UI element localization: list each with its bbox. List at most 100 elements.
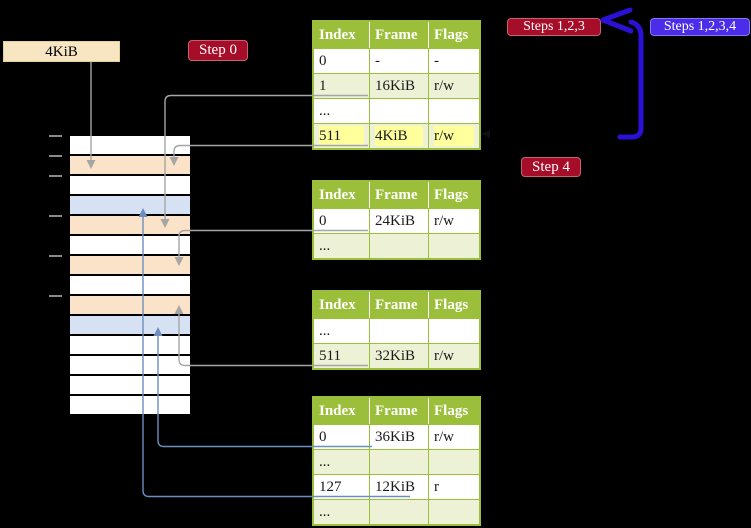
physical-memory-column — [70, 136, 190, 416]
column-header: Index — [319, 187, 356, 203]
table-cell: 12KiB — [369, 475, 428, 499]
table-cell — [428, 319, 479, 343]
memory-tick — [49, 175, 62, 177]
memory-row — [70, 156, 190, 176]
table-cell: - — [428, 49, 479, 73]
table-row: ... — [314, 449, 479, 474]
column-header: Flags — [428, 398, 479, 424]
column-header: Frame — [369, 398, 428, 424]
table-cell: ... — [319, 103, 331, 119]
table-cell: r/w — [428, 209, 479, 233]
table-cell — [428, 234, 479, 258]
table-cell: 0 — [319, 53, 327, 69]
highlight: 511 — [319, 126, 364, 146]
table-header-row: Index Frame Flags — [314, 292, 479, 318]
table-cell: ... — [319, 323, 331, 339]
table-cell: r/w — [428, 425, 479, 449]
table-cell — [369, 99, 428, 123]
column-header: Index — [319, 403, 356, 419]
column-header: Frame — [369, 22, 428, 48]
table-row: ... — [314, 318, 479, 343]
page-table-3: Index Frame Flags ... 511 32KiB r/w — [312, 290, 481, 370]
page-table-1: Index Frame Flags 0 - - 1 16KiB r/w ... … — [312, 20, 481, 150]
table-cell: 0 — [319, 429, 327, 445]
table-cell: 24KiB — [369, 209, 428, 233]
page-table-2: Index Frame Flags 0 24KiB r/w ... — [312, 180, 481, 260]
step0-badge: Step 0 — [188, 40, 248, 61]
table-cell: r/w — [428, 124, 479, 148]
memory-row — [70, 396, 190, 416]
memory-row — [70, 216, 190, 236]
table-header-row: Index Frame Flags — [314, 22, 479, 48]
column-header: Index — [319, 297, 356, 313]
table-header-row: Index Frame Flags — [314, 182, 479, 208]
memory-row — [70, 256, 190, 276]
table-header-row: Index Frame Flags — [314, 398, 479, 424]
table-cell: ... — [319, 238, 331, 254]
table-row: ... — [314, 98, 479, 123]
table-cell — [369, 450, 428, 474]
column-header: Flags — [428, 182, 479, 208]
table-cell — [428, 99, 479, 123]
memory-row — [70, 276, 190, 296]
column-header: Frame — [369, 182, 428, 208]
memory-row — [70, 316, 190, 336]
column-header: Frame — [369, 292, 428, 318]
memory-tick — [49, 295, 62, 297]
steps1234-badge: Steps 1,2,3,4 — [650, 18, 750, 36]
memory-tick — [49, 155, 62, 157]
table-cell: r — [428, 475, 479, 499]
table-row: 0 - - — [314, 48, 479, 73]
table-cell: 1 — [319, 78, 327, 94]
column-header: Flags — [428, 22, 479, 48]
table-cell: 0 — [319, 213, 327, 229]
table-row: 127 12KiB r — [314, 474, 479, 499]
table-row: 0 24KiB r/w — [314, 208, 479, 233]
memory-row — [70, 136, 190, 156]
table-cell: 36KiB — [369, 425, 428, 449]
table-row: ... — [314, 499, 479, 524]
table-row: ... — [314, 233, 479, 258]
table-cell — [428, 450, 479, 474]
memory-row — [70, 376, 190, 396]
memory-row — [70, 196, 190, 216]
memory-tick — [49, 255, 62, 257]
page-table-4: Index Frame Flags 0 36KiB r/w ... 127 12… — [312, 396, 481, 526]
table-cell: - — [369, 49, 428, 73]
page-size-label: 4KiB — [3, 41, 120, 62]
table-cell — [369, 234, 428, 258]
memory-row — [70, 336, 190, 356]
table-cell — [369, 500, 428, 524]
table-cell: r/w — [428, 74, 479, 98]
memory-row — [70, 296, 190, 316]
table-row-highlighted: 511 4KiB r/w — [314, 123, 479, 148]
memory-row — [70, 236, 190, 256]
memory-tick — [49, 215, 62, 217]
table-cell — [428, 500, 479, 524]
table-cell: 127 — [319, 479, 342, 495]
memory-row — [70, 356, 190, 376]
step4-badge: Step 4 — [521, 157, 581, 177]
table-cell: r/w — [428, 344, 479, 368]
big-arrow-head — [600, 7, 634, 34]
table-row: 511 32KiB r/w — [314, 343, 479, 368]
table-row: 1 16KiB r/w — [314, 73, 479, 98]
table-cell: ... — [319, 454, 331, 470]
table-cell — [369, 319, 428, 343]
table-cell: ... — [319, 504, 331, 520]
column-header: Flags — [428, 292, 479, 318]
big-arrow-shaft — [617, 19, 644, 140]
column-header: Index — [319, 27, 356, 43]
memory-row — [70, 176, 190, 196]
memory-tick — [49, 135, 62, 137]
table-cell: 16KiB — [369, 74, 428, 98]
highlight: 4KiB — [375, 126, 423, 146]
table-cell: 511 — [319, 348, 341, 364]
big-blue-arrow — [600, 7, 644, 140]
table-cell: 511 — [314, 124, 369, 148]
steps123-badge: Steps 1,2,3 — [507, 18, 601, 36]
highlight: r/w — [434, 126, 474, 146]
table-row: 0 36KiB r/w — [314, 424, 479, 449]
table-cell: 32KiB — [369, 344, 428, 368]
